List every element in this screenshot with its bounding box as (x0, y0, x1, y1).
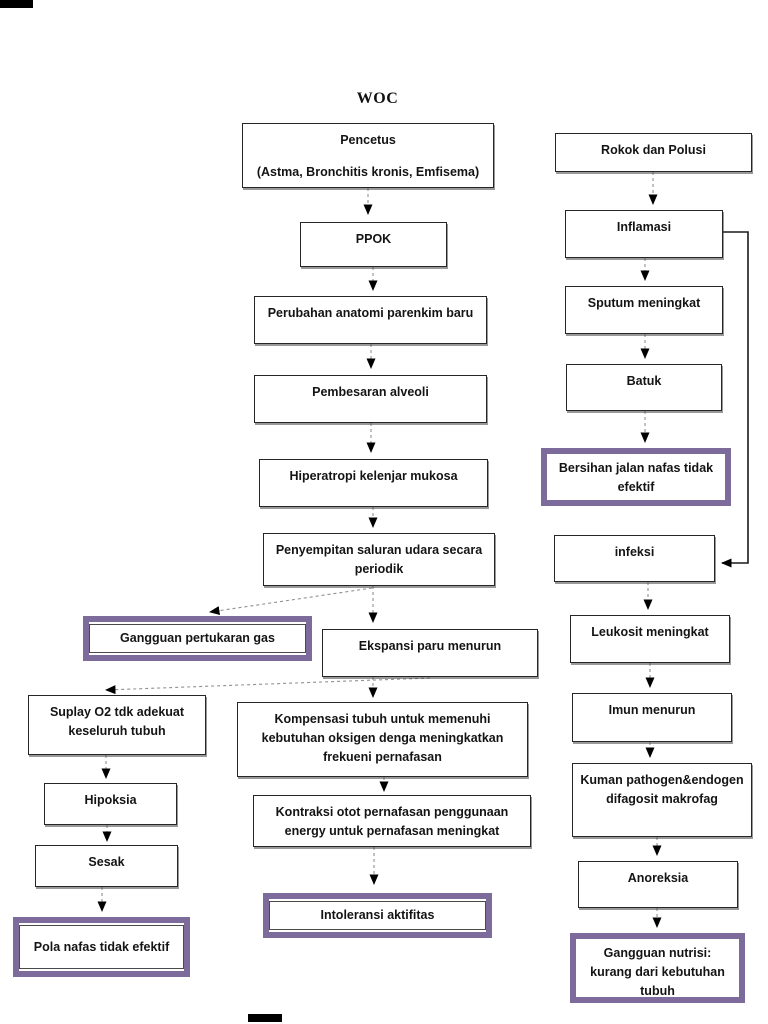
scan-mark-bottom (248, 1014, 282, 1022)
purple-box-inner: Intoleransi aktifitas (269, 901, 486, 930)
node-leukosit: Leukosit meningkat (570, 615, 730, 663)
node-pencetus-subtitle: (Astma, Bronchitis kronis, Emfisema) (256, 164, 480, 179)
node-kontraksi: Kontraksi otot pernafasan penggunaan ene… (253, 795, 531, 847)
node-sputum: Sputum meningkat (565, 286, 723, 334)
node-gangguan-nutrisi: Gangguan nutrisi: kurang dari kebutuhan … (570, 933, 745, 1003)
node-perubahan-anatomi: Perubahan anatomi parenkim baru (254, 296, 487, 344)
node-kuman-pathogen: Kuman pathogen&endogen difagosit makrofa… (572, 763, 752, 837)
node-anoreksia: Anoreksia (578, 861, 738, 908)
node-intoleransi: Intoleransi aktifitas (263, 893, 492, 938)
node-pencetus: Pencetus (Astma, Bronchitis kronis, Emfi… (242, 123, 494, 188)
node-ekspansi-paru: Ekspansi paru menurun (322, 629, 538, 677)
node-imun-menurun: Imun menurun (572, 693, 732, 742)
node-infeksi: infeksi (554, 535, 715, 582)
purple-box-inner: Gangguan nutrisi: kurang dari kebutuhan … (590, 946, 725, 998)
node-bersihan-jalan-nafas: Bersihan jalan nafas tidak efektif (541, 448, 731, 506)
node-pembesaran-alveoli: Pembesaran alveoli (254, 375, 487, 423)
node-pencetus-title: Pencetus (340, 133, 396, 147)
node-inflamasi: Inflamasi (565, 210, 723, 258)
node-ppok: PPOK (300, 222, 447, 267)
node-hiperatropi: Hiperatropi kelenjar mukosa (259, 459, 488, 507)
node-hipoksia: Hipoksia (44, 783, 177, 825)
node-suplay-o2: Suplay O2 tdk adekuat keseluruh tubuh (28, 695, 206, 755)
node-batuk: Batuk (566, 364, 722, 411)
page-title: WOC (356, 90, 399, 107)
purple-box-inner: Bersihan jalan nafas tidak efektif (558, 461, 714, 494)
node-kompensasi: Kompensasi tubuh untuk memenuhi kebutuha… (237, 702, 528, 777)
node-penyempitan: Penyempitan saluran udara secara periodi… (263, 533, 495, 586)
purple-box-inner: Gangguan pertukaran gas (89, 624, 306, 653)
purple-box-inner: Pola nafas tidak efektif (19, 925, 184, 969)
node-pola-nafas: Pola nafas tidak efektif (13, 917, 190, 977)
node-rokok-polusi: Rokok dan Polusi (555, 133, 752, 172)
node-sesak: Sesak (35, 845, 178, 887)
node-gangguan-pertukaran-gas: Gangguan pertukaran gas (83, 616, 312, 661)
scan-mark-top-left (0, 0, 33, 8)
